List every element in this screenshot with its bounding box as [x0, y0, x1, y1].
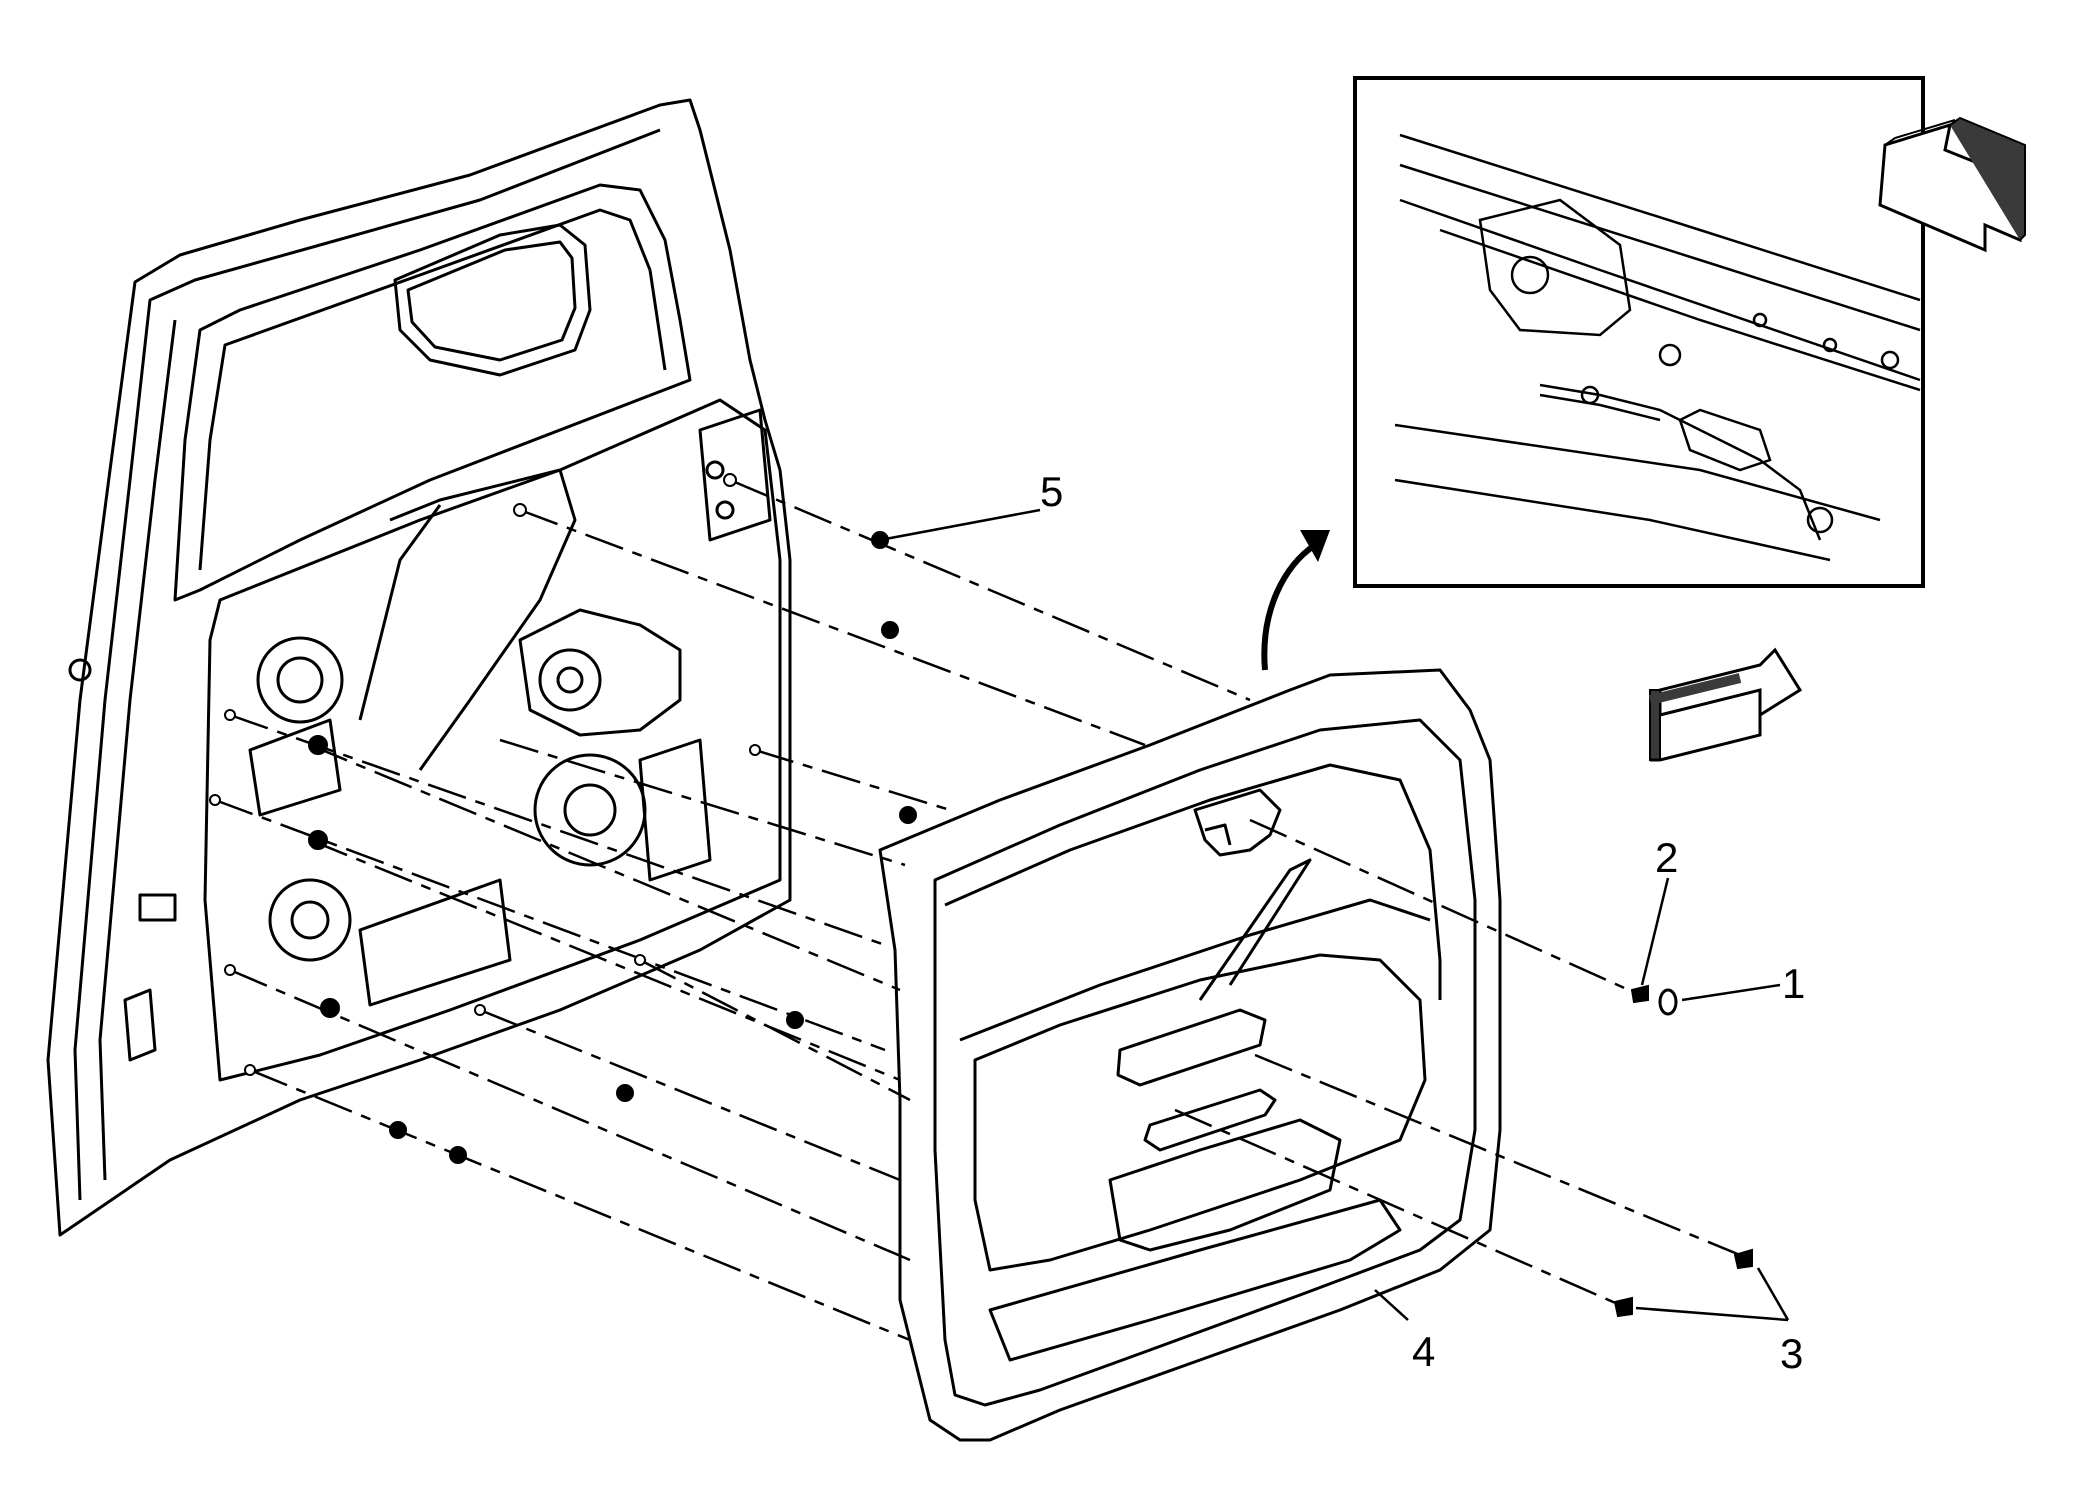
door-hole — [244, 1064, 256, 1076]
door-hole — [209, 794, 221, 806]
door-hole — [224, 709, 236, 721]
inset-direction-arrow — [1878, 116, 2026, 253]
push-pin-retainer — [899, 806, 917, 824]
push-pin-retainer — [881, 621, 899, 639]
detail-inset — [1353, 76, 2026, 588]
push-pin-retainer — [320, 998, 340, 1018]
door-hole — [723, 473, 737, 487]
alignment-lines — [214, 478, 1741, 1342]
door-frame — [46, 98, 792, 1237]
door-trim-panel — [878, 668, 1502, 1442]
forward-direction-arrow — [1648, 647, 1803, 762]
fasteners — [209, 473, 1753, 1318]
callout-3: 3 — [1780, 1330, 1803, 1377]
push-pin-retainer — [449, 1146, 467, 1164]
leader-lines — [879, 508, 1790, 1322]
trim-screw — [1613, 1296, 1633, 1318]
trim-screw — [1733, 1248, 1753, 1270]
callout-labels: 1 2 3 4 5 — [1040, 468, 1805, 1377]
push-pin-retainer — [616, 1084, 634, 1102]
handle-screw — [1630, 984, 1649, 1004]
door-hole — [513, 503, 527, 517]
push-pin-retainer — [308, 830, 328, 850]
callout-2: 2 — [1655, 834, 1678, 881]
door-hole — [224, 964, 236, 976]
callout-5: 5 — [1040, 468, 1063, 515]
screw-cover-cap — [1658, 988, 1678, 1016]
callout-4: 4 — [1412, 1328, 1435, 1375]
curved-reference-arrow — [1261, 530, 1330, 671]
push-pin-retainer — [786, 1011, 804, 1029]
door-hole — [474, 1004, 486, 1016]
door-hole — [634, 954, 646, 966]
push-pin-retainer — [308, 735, 328, 755]
door-hole — [749, 744, 761, 756]
callout-1: 1 — [1782, 960, 1805, 1007]
push-pin-retainer — [389, 1121, 407, 1139]
